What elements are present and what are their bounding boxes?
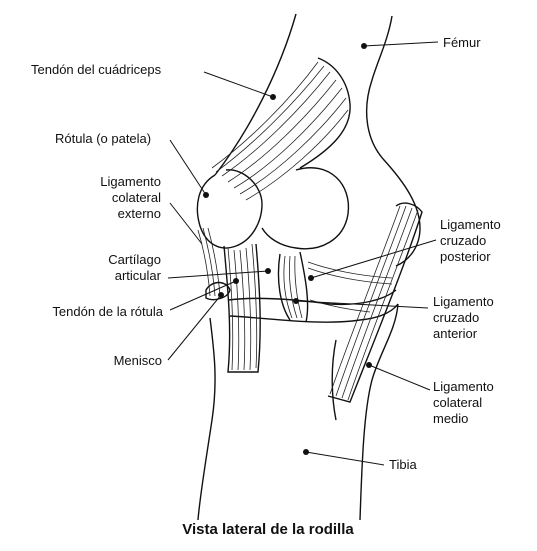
label-anterior-cruciate-line3: anterior [433,326,478,341]
leader-cartilage [168,268,271,278]
leader-femur [361,42,438,49]
label-patellar-tendon: Tendón de la rótula [52,304,163,319]
label-lateral-collateral-line1: Ligamento [100,174,161,189]
leader-posterior-cruciate [308,240,436,281]
cruciate-ligament-fibers [278,252,392,322]
label-meniscus: Menisco [114,353,162,368]
leader-medial-collateral [366,362,430,390]
patellar-tendon-fibers [224,244,260,372]
label-medial-collateral-line3: medio [433,411,468,426]
leader-tibia [303,449,384,465]
leader-patella [170,140,209,198]
label-posterior-cruciate-line3: posterior [440,249,491,264]
leader-meniscus [168,292,224,360]
diagram-caption: Vista lateral de la rodilla [182,521,354,538]
leader-quadriceps-tendon [204,72,276,100]
label-patella: Rótula (o patela) [55,131,151,146]
label-medial-collateral-line1: Ligamento [433,379,494,394]
label-femur: Fémur [443,35,481,50]
label-cartilage-line1: Cartílago [108,252,161,267]
tibia-outline [198,290,398,520]
label-posterior-cruciate-line1: Ligamento [440,217,501,232]
label-lateral-collateral-line3: externo [118,206,161,221]
label-medial-collateral-line2: colateral [433,395,482,410]
label-tibia: Tibia [389,457,417,472]
quadriceps-tendon-fibers [212,58,350,200]
label-lateral-collateral-line2: colateral [112,190,161,205]
label-quadriceps-tendon: Tendón del cuádriceps [31,62,162,77]
label-anterior-cruciate-line2: cruzado [433,310,479,325]
label-cartilage-line2: articular [115,268,162,283]
label-posterior-cruciate-line2: cruzado [440,233,486,248]
label-anterior-cruciate-line1: Ligamento [433,294,494,309]
